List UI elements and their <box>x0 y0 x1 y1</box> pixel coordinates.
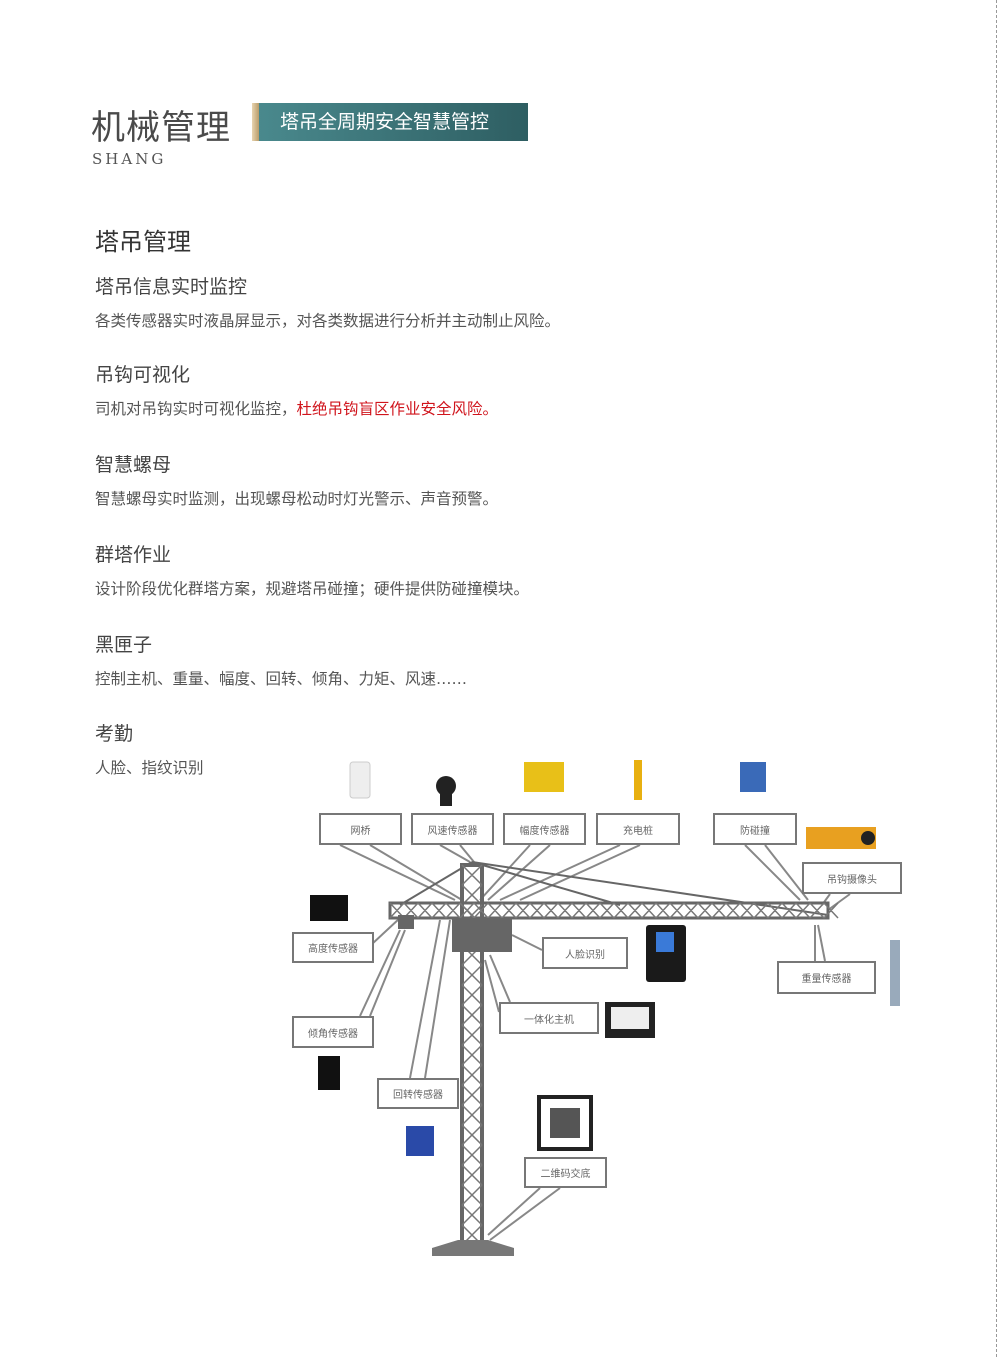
label-hook-camera: 吊钩摄像头 <box>802 862 902 894</box>
item-title: 考勤 <box>95 723 134 745</box>
item-desc: 设计阶段优化群塔方案，规避塔吊碰撞；硬件提供防碰撞模块。 <box>95 580 530 598</box>
item-desc: 各类传感器实时液晶屏显示，对各类数据进行分析并主动制止风险。 <box>95 312 561 330</box>
crane-structure <box>388 861 839 1256</box>
hook-camera-image <box>806 827 876 849</box>
item-title: 智慧螺母 <box>95 454 172 476</box>
item-desc: 人脸、指纹识别 <box>95 759 204 777</box>
label-face-recognition: 人脸识别 <box>542 937 628 969</box>
charger-image <box>634 760 642 800</box>
item-desc-text: 司机对吊钩实时可视化监控， <box>95 400 297 418</box>
bridge-device-image <box>349 761 371 799</box>
weight-sensor-image <box>890 940 900 1006</box>
amplitude-sensor-image <box>524 762 564 792</box>
label-qrcode: 二维码交底 <box>524 1157 607 1188</box>
label-charger: 充电桩 <box>596 813 680 845</box>
item-desc: 智慧螺母实时监测，出现螺母松动时灯光警示、声音预警。 <box>95 490 499 508</box>
label-tilt-sensor: 倾角传感器 <box>292 1016 374 1048</box>
label-anticollision: 防碰撞 <box>713 813 797 845</box>
label-rotation-sensor: 回转传感器 <box>377 1078 459 1109</box>
item-desc: 控制主机、重量、幅度、回转、倾角、力矩、风速…… <box>95 670 468 688</box>
label-wind-sensor: 风速传感器 <box>411 813 494 845</box>
label-host: 一体化主机 <box>499 1002 599 1034</box>
item-title: 塔吊信息实时监控 <box>95 276 248 298</box>
page-edge-divider <box>996 0 997 1357</box>
label-amplitude-sensor: 幅度传感器 <box>503 813 586 845</box>
item-title: 吊钩可视化 <box>95 364 191 386</box>
tilt-sensor-image <box>318 1056 340 1090</box>
section-title: 塔吊管理 <box>95 228 191 256</box>
height-sensor-image <box>310 895 348 921</box>
label-weight-sensor: 重量传感器 <box>777 961 876 994</box>
label-bridge: 网桥 <box>319 813 402 845</box>
callout-lines <box>339 844 851 1241</box>
label-height-sensor: 高度传感器 <box>292 932 374 963</box>
title-banner: 塔吊全周期安全智慧管控 <box>252 103 528 141</box>
anticollision-image <box>740 762 766 792</box>
page-title: 机械管理 <box>91 108 231 148</box>
item-title: 群塔作业 <box>95 544 172 566</box>
page-subtitle: SHANG <box>92 150 167 168</box>
item-desc: 司机对吊钩实时可视化监控，杜绝吊钩盲区作业安全风险。 <box>95 397 498 419</box>
device-images <box>310 760 900 1156</box>
item-desc-highlight: 杜绝吊钩盲区作业安全风险。 <box>296 400 499 418</box>
item-title: 黑匣子 <box>95 634 153 656</box>
rotation-sensor-image <box>406 1126 434 1156</box>
